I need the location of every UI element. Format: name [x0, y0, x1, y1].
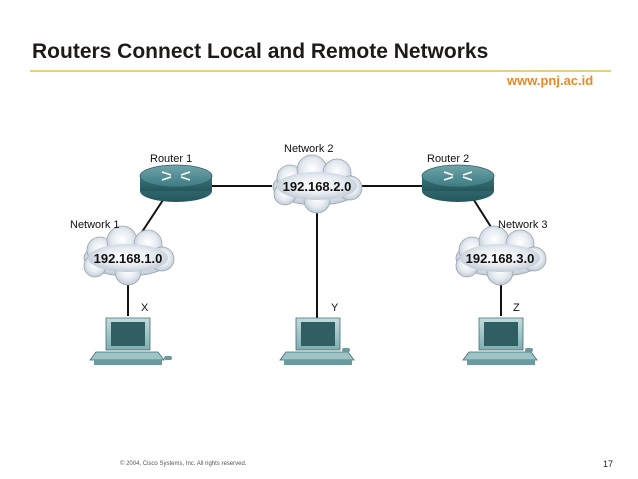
network-3-address: 192.168.3.0	[466, 251, 535, 266]
site-url: www.pnj.ac.id	[507, 73, 594, 88]
host-z-label: Z	[513, 302, 520, 314]
computer-icon	[279, 317, 355, 365]
router-1: Router 1	[139, 153, 213, 202]
page-number: 17	[603, 459, 614, 469]
network-2-label: Network 2	[284, 143, 334, 155]
network-1-label: Network 1	[70, 219, 120, 231]
network-1-cloud: 192.168.1.0 Network 1	[70, 219, 175, 286]
host-x-label: X	[141, 302, 149, 314]
copyright-notice: © 2004, Cisco Systems, Inc. All rights r…	[120, 461, 247, 467]
computer-icon	[89, 317, 172, 365]
router-1-label: Router 1	[150, 153, 192, 165]
computer-icon	[462, 317, 538, 365]
router-2: Router 2	[421, 153, 495, 202]
network-3-label: Network 3	[498, 219, 548, 231]
title-underline	[30, 70, 611, 72]
router-icon	[139, 164, 213, 188]
cloud-icon	[455, 225, 547, 286]
host-y-label: Y	[331, 302, 339, 314]
slide-title: Routers Connect Local and Remote Network…	[32, 40, 489, 63]
network-3-cloud: 192.168.3.0 Network 3	[455, 219, 548, 286]
host-x: X	[89, 302, 172, 365]
router-icon	[421, 164, 495, 188]
network-2-address: 192.168.2.0	[283, 179, 352, 194]
cloud-icon	[272, 154, 363, 214]
network-1-address: 192.168.1.0	[94, 251, 163, 266]
cloud-icon	[83, 225, 175, 286]
router-2-label: Router 2	[427, 153, 469, 165]
host-z: Z	[462, 302, 538, 365]
host-y: Y	[279, 302, 355, 365]
network-2-cloud: 192.168.2.0 Network 2	[272, 143, 363, 214]
